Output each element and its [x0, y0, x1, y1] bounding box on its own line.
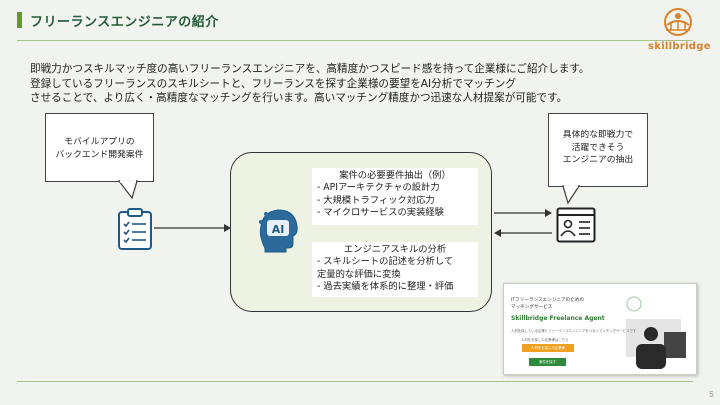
intro-paragraph: 即戦力かつスキルマッチ度の高いフリーランスエンジニアを、高精度かつスピード感を持…	[30, 62, 690, 106]
ai-label: AI	[272, 223, 285, 236]
thumbnail-heading: マッチングサービス	[511, 305, 553, 310]
skills-card: エンジニアスキルの分析 - スキルシートの記述を分析して 定量的な評価に変換 -…	[312, 242, 478, 297]
thumbnail-brand: Skillbridge Freelance Agent	[511, 315, 605, 322]
bubble-line: モバイルアプリの	[64, 137, 135, 147]
service-website-thumbnail: ITフリーランスエンジニアのための マッチングサービス Skillbridge …	[503, 283, 697, 375]
thumbnail-decoration	[626, 296, 686, 369]
requirements-title: 案件の必要要件抽出（例）	[339, 170, 451, 181]
footer-divider	[17, 381, 693, 382]
logo-text: skillbridge	[648, 41, 711, 52]
intro-line: 即戦力かつスキルマッチ度の高いフリーランスエンジニアを、高精度かつスピード感を持…	[30, 63, 590, 75]
thumbnail-search-button: 案件を探す	[529, 358, 566, 366]
engineer-profile-icon	[556, 207, 596, 243]
clipboard-icon	[118, 208, 152, 250]
header-divider	[17, 40, 693, 41]
bubble-line: バックエンド開発案件	[55, 149, 144, 160]
thumbnail-text: 人材を探している企業とフリーランスエンジニアをつなぐマッチングサービスです	[511, 329, 637, 333]
project-bubble: モバイルアプリの バックエンド開発案件	[45, 113, 154, 182]
requirement-item: - APIアーキテクチャの設計力	[317, 182, 440, 194]
requirement-item: - マイクロサービスの実装経験	[317, 206, 444, 218]
bubble-line: 活躍できそう	[571, 142, 625, 153]
requirements-card: 案件の必要要件抽出（例） - APIアーキテクチャの設計力 - 大規模トラフィッ…	[312, 168, 478, 225]
page-number: 5	[709, 390, 715, 399]
skill-item: 定量的な評価に変換	[317, 268, 401, 280]
intro-line: させることで、より広く・高精度なマッチングを行います。高いマッチング精度かつ迅速…	[30, 92, 568, 105]
thumbnail-text: 人材をお探しの企業様はこちら	[521, 338, 569, 342]
engineer-bubble: 具体的な即戦力で 活躍できそう エンジニアの抽出	[548, 113, 648, 187]
intro-line: 登録しているフリーランスのスキルシートと、フリーランスを探す企業様の要望をAI分…	[30, 77, 516, 90]
bidirectional-arrows	[494, 209, 552, 237]
skills-title: エンジニアスキルの分析	[343, 244, 447, 255]
requirement-item: - 大規模トラフィック対応力	[317, 194, 435, 206]
skillbridge-logo: skillbridge	[648, 7, 711, 52]
bubble-line: 具体的な即戦力で	[562, 130, 634, 140]
bridge-logo-icon	[664, 8, 692, 36]
arrow-right	[154, 224, 231, 232]
title-accent-bar	[17, 12, 22, 28]
bubble-tail	[562, 185, 581, 205]
ai-head-icon: AI	[259, 209, 298, 253]
skill-item: - 過去実績を体系的に整理・評価	[317, 280, 454, 292]
bubble-line: エンジニアの抽出	[562, 155, 634, 165]
thumbnail-company-button: 人材をお探しの企業様	[522, 344, 574, 352]
bubble-tail	[118, 180, 138, 200]
thumbnail-heading: ITフリーランスエンジニアのための	[511, 298, 584, 303]
skill-item: - スキルシートの記述を分析して	[317, 256, 454, 268]
page-title: フリーランスエンジニアの紹介	[30, 15, 219, 30]
